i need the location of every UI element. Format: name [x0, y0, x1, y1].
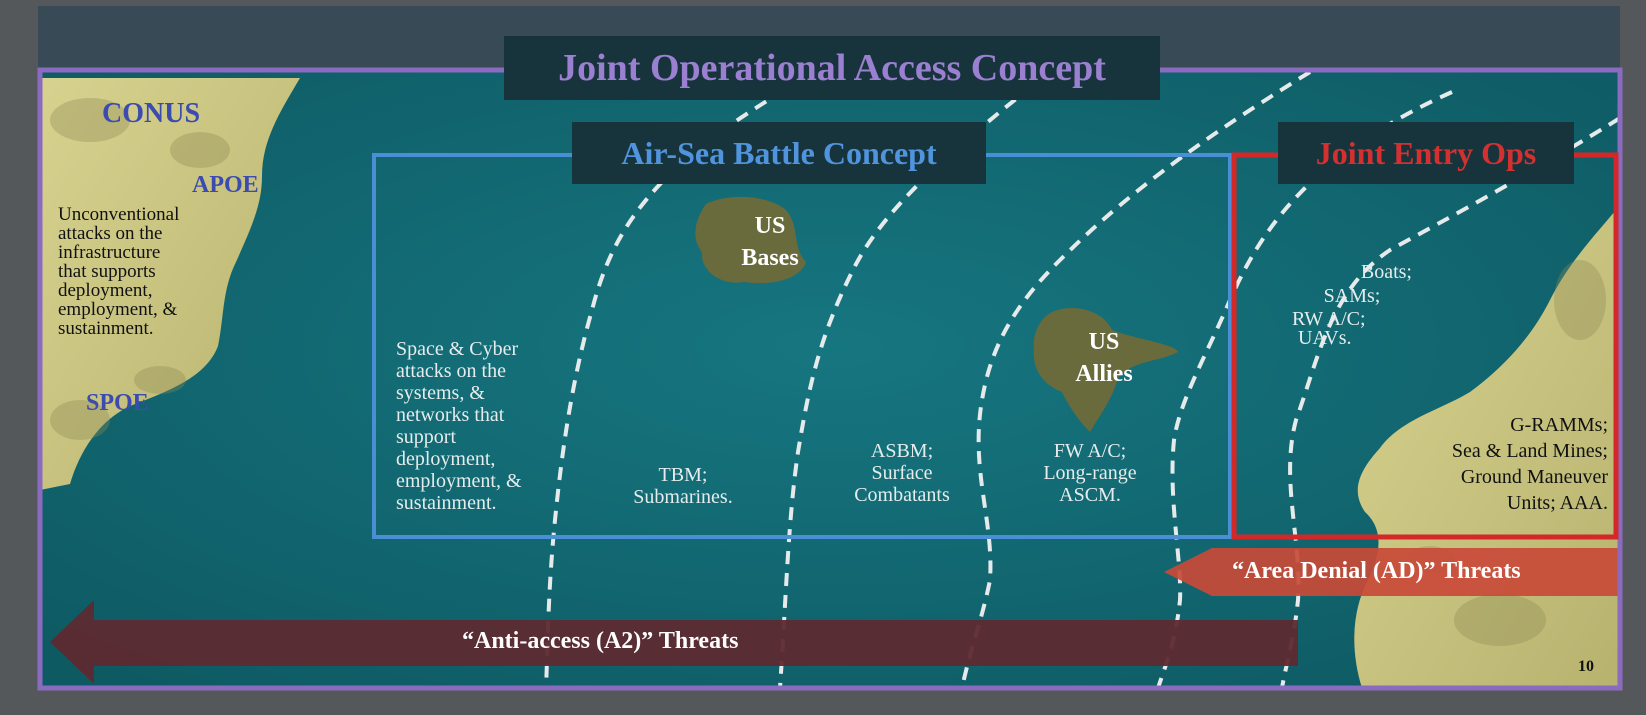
conus-label: CONUS: [102, 98, 201, 129]
note-line: employment, &: [58, 299, 178, 320]
conus-landmass: [40, 78, 300, 490]
threat-line: ASCM.: [1059, 484, 1121, 506]
threat-line: deployment,: [396, 448, 496, 470]
threat-line: Space & Cyber: [396, 338, 519, 360]
conus-terrain: [50, 98, 230, 440]
threat-line: Ground Maneuver: [1460, 466, 1608, 488]
unconventional-attacks-note: Unconventional attacks on the infrastruc…: [58, 205, 179, 338]
note-line: attacks on the: [58, 223, 163, 244]
note-line: Unconventional: [58, 204, 180, 225]
threat-line: RW A/C;: [1292, 308, 1366, 330]
threat-line: systems, &: [396, 382, 485, 404]
threat-line: Sea & Land Mines;: [1451, 440, 1608, 462]
island-label-line: US: [1088, 329, 1120, 355]
anti-access-arrow: [50, 600, 1298, 684]
threat-line: Submarines.: [633, 486, 733, 508]
note-line: infrastructure: [58, 242, 161, 263]
area-denial-label: “Area Denial (AD)” Threats: [1232, 558, 1521, 584]
tbm-threats: TBM; Submarines.: [618, 464, 748, 508]
threat-line: G-RAMMs;: [1510, 414, 1608, 436]
threat-line: TBM;: [658, 464, 708, 486]
threat-line: Long-range: [1043, 462, 1137, 484]
threat-line: Units; AAA.: [1506, 492, 1608, 514]
threat-line: Combatants: [854, 484, 950, 506]
anti-access-label: “Anti-access (A2)” Threats: [462, 628, 739, 654]
range-arc-5: [1280, 116, 1622, 689]
range-arc-1: [544, 88, 787, 689]
threat-line: sustainment.: [396, 492, 497, 514]
us-allies-island: [1033, 308, 1178, 432]
island-label-line: US: [754, 213, 786, 239]
fw-threats: FW A/C; Long-range ASCM.: [1020, 440, 1160, 506]
area-denial-arrow: [1164, 548, 1620, 596]
threat-line: networks that: [396, 404, 505, 426]
threat-line: employment, &: [396, 470, 522, 492]
threat-line: FW A/C;: [1053, 440, 1127, 462]
threat-line: UAVs.: [1298, 327, 1352, 349]
threat-line: support: [396, 426, 456, 448]
threat-line: ASBM;: [870, 440, 934, 462]
us-bases-label: US Bases: [730, 210, 810, 274]
space-cyber-threats: Space & Cyber attacks on the systems, & …: [396, 338, 522, 514]
threat-line: Boats;: [1360, 261, 1412, 283]
air-sea-battle-title: Air-Sea Battle Concept: [572, 122, 986, 184]
apoe-label: APOE: [192, 172, 259, 198]
island-label-line: Allies: [1075, 361, 1133, 387]
joac-title: Joint Operational Access Concept: [504, 36, 1160, 100]
note-line: sustainment.: [58, 318, 154, 339]
note-line: deployment,: [58, 280, 153, 301]
us-bases-island: [695, 196, 806, 284]
asbm-threats: ASBM; Surface Combatants: [842, 440, 962, 506]
threat-line: Surface: [871, 462, 933, 484]
boats-sams-threats: Boats; SAMs; RW A/C; UAVs.: [1292, 260, 1412, 349]
threat-line: SAMs;: [1323, 285, 1381, 307]
ground-threats: G-RAMMs; Sea & Land Mines; Ground Maneuv…: [1398, 412, 1608, 516]
island-label-line: Bases: [741, 245, 799, 271]
threat-line: attacks on the: [396, 360, 506, 382]
range-arc-3: [960, 70, 1312, 689]
page-number: 10: [1578, 658, 1594, 675]
joint-entry-ops-title: Joint Entry Ops: [1278, 122, 1574, 184]
spoe-label: SPOE: [86, 390, 149, 416]
us-allies-label: US Allies: [1060, 326, 1148, 390]
note-line: that supports: [58, 261, 156, 282]
